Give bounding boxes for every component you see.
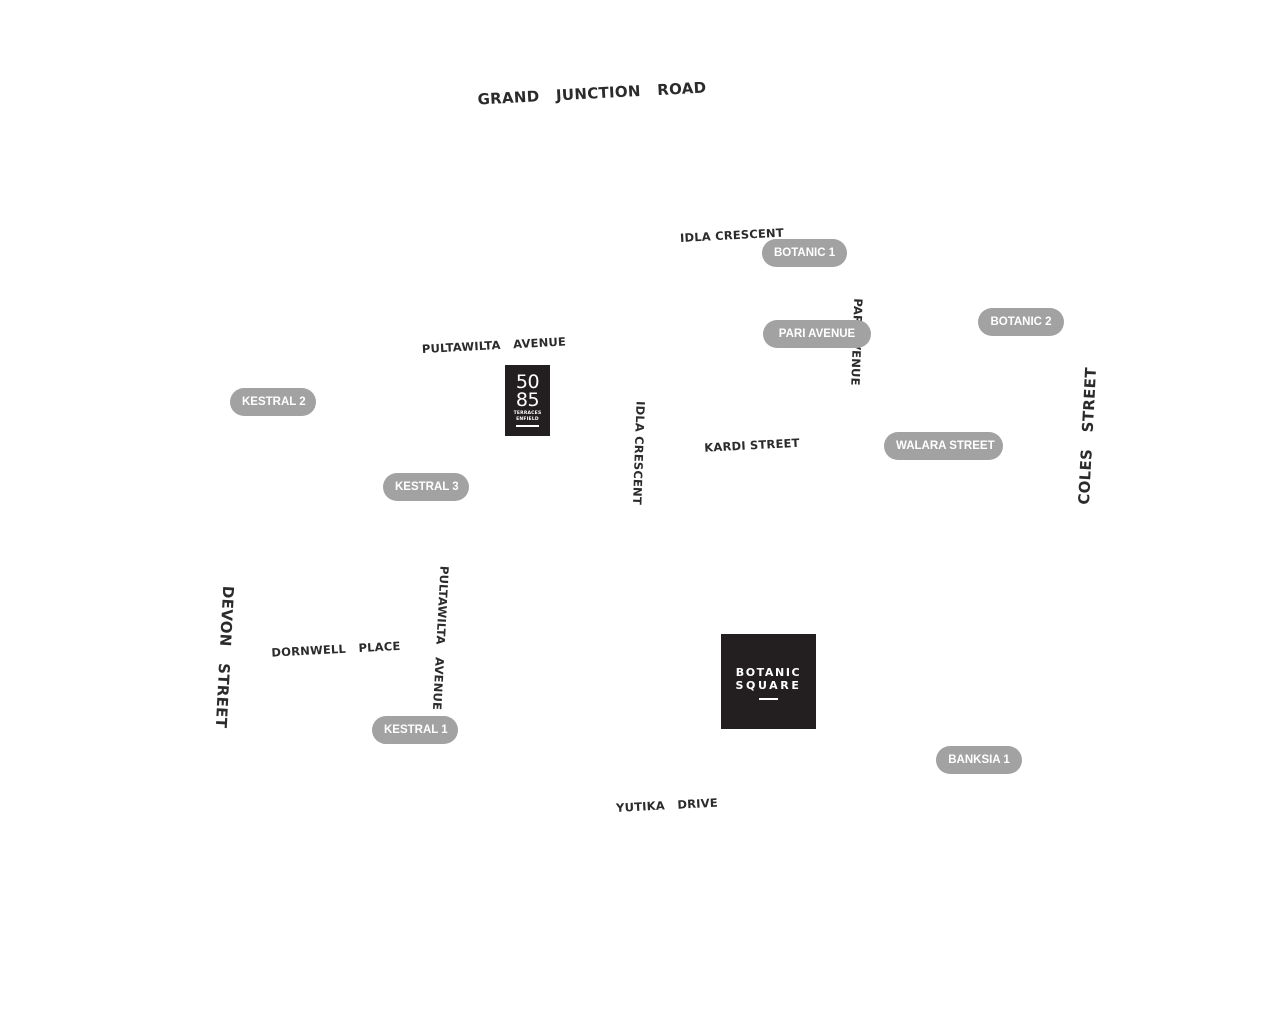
logo-subtitle-top: TERRACES — [513, 411, 542, 416]
marker-kestral-2[interactable]: KESTRAL 2 — [230, 388, 316, 416]
street-label-yutika-drive: YUTIKA DRIVE — [615, 795, 719, 815]
logo-subtitle-bottom: ENFIELD — [516, 417, 539, 422]
marker-kestral-3[interactable]: KESTRAL 3 — [383, 473, 469, 501]
street-label-dornwell-place: DORNWELL PLACE — [271, 638, 401, 660]
marker-walara-street[interactable]: WALARA STREET — [884, 432, 1003, 460]
terraces-enfield-logo[interactable]: 50 85 TERRACES ENFIELD — [505, 365, 550, 436]
botanic-square-logo[interactable]: BOTANIC SQUARE — [721, 634, 816, 729]
street-label-idla-crescent-mid: IDLA CRESCENT — [629, 400, 648, 506]
street-label-pultawilta-avenue-top: PULTAWILTA AVENUE — [421, 334, 567, 357]
logo-underline — [759, 698, 778, 700]
street-label-grand-junction-road: GRAND JUNCTION ROAD — [477, 78, 707, 109]
marker-botanic-2[interactable]: BOTANIC 2 — [978, 308, 1064, 336]
marker-banksia-1[interactable]: BANKSIA 1 — [936, 746, 1022, 774]
marker-kestral-1[interactable]: KESTRAL 1 — [372, 716, 458, 744]
logo-number-top: 50 — [515, 371, 540, 393]
street-label-devon-street: DEVON STREET — [211, 585, 238, 729]
logo-number-bottom: 85 — [515, 389, 540, 411]
logo-underline — [516, 425, 539, 427]
logo-line-square: SQUARE — [735, 679, 802, 692]
street-label-coles-street: COLES STREET — [1074, 366, 1101, 506]
marker-pari-avenue[interactable]: PARI AVENUE — [763, 320, 871, 348]
logo-line-botanic: BOTANIC — [735, 666, 802, 679]
street-label-kardi-street: KARDI STREET — [703, 435, 800, 455]
marker-botanic-1[interactable]: BOTANIC 1 — [762, 239, 847, 267]
street-label-pultawilta-avenue-bottom: PULTAWILTA AVENUE — [429, 565, 452, 711]
